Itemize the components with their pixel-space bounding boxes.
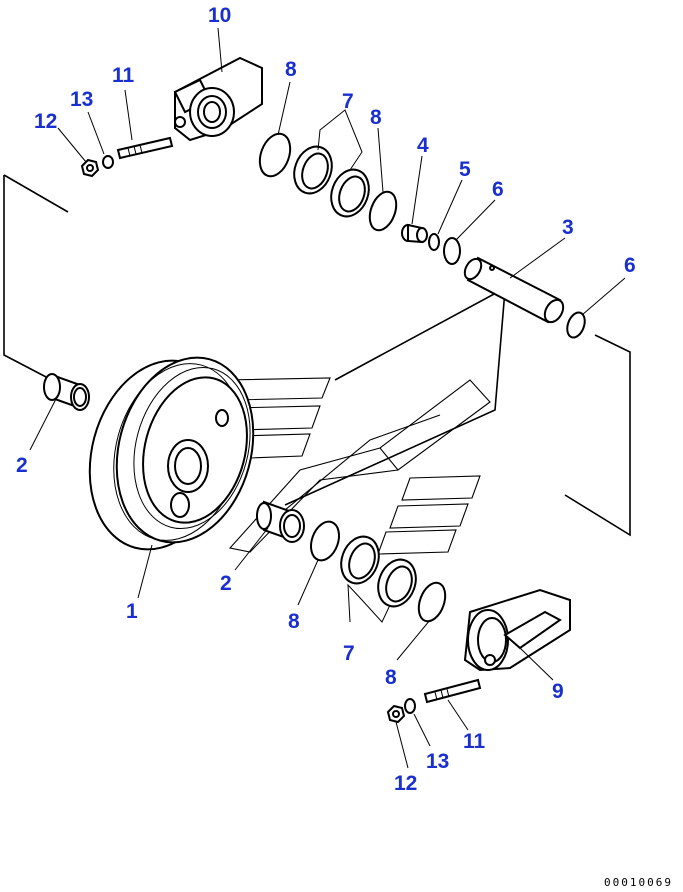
callout-6-upper: 6 <box>492 178 504 201</box>
callout-13-lower: 13 <box>426 750 449 773</box>
part-8-upper-oring-b <box>368 190 398 232</box>
part-6-lower-ring <box>566 311 586 339</box>
part-5-oring <box>428 233 440 251</box>
part-7-upper-seal-b <box>330 168 370 218</box>
leader-lines <box>29 27 626 769</box>
part-8-lower-oring-a <box>309 520 341 562</box>
callout-10: 10 <box>208 4 231 27</box>
part-8-upper-oring-a <box>258 132 292 178</box>
callout-4: 4 <box>417 134 429 157</box>
part-7-upper-seal-a <box>293 145 333 195</box>
callouts: 10 11 13 12 8 7 8 4 5 6 3 6 2 1 2 8 7 8 … <box>16 4 636 795</box>
callout-1: 1 <box>126 600 138 623</box>
callout-11-upper: 11 <box>112 64 135 87</box>
callout-12-lower: 12 <box>394 772 417 795</box>
part-2-right-bushing <box>256 500 305 543</box>
callout-6-lower: 6 <box>624 254 636 277</box>
callout-7-upper: 7 <box>342 90 354 113</box>
part-1-idler-wheel <box>88 356 255 551</box>
part-3-shaft <box>463 256 565 324</box>
watermark-logo <box>224 377 491 555</box>
drawing-code: 00010069 <box>604 876 673 889</box>
part-10-upper-bracket <box>173 56 263 142</box>
part-4-plug <box>401 223 428 244</box>
part-11-lower-bolt <box>423 678 482 704</box>
callout-2-left: 2 <box>16 454 28 477</box>
callout-8-upper-a: 8 <box>285 58 297 81</box>
part-7-lower-seal-b <box>377 558 417 608</box>
part-6-upper-ring <box>443 237 461 265</box>
callout-9: 9 <box>552 680 564 703</box>
part-13-lower-washer <box>404 698 416 714</box>
callout-8-upper-b: 8 <box>370 106 382 129</box>
callout-5: 5 <box>459 158 471 181</box>
callout-7-lower: 7 <box>343 642 355 665</box>
callout-3: 3 <box>562 216 574 239</box>
callout-2-right: 2 <box>220 572 232 595</box>
part-12-upper-nut <box>80 158 100 178</box>
part-7-lower-seal-a <box>340 535 380 585</box>
callout-11-lower: 11 <box>463 730 486 753</box>
part-13-upper-washer <box>102 155 114 169</box>
part-11-upper-bolt <box>116 136 174 160</box>
callout-8-lower-a: 8 <box>288 610 300 633</box>
part-12-lower-nut <box>386 704 406 724</box>
part-2-left-bushing <box>43 373 90 411</box>
part-9-lower-bracket <box>463 588 571 672</box>
part-8-lower-oring-b <box>417 581 447 623</box>
callout-12-upper: 12 <box>34 110 57 133</box>
callout-13-upper: 13 <box>70 88 93 111</box>
callout-8-lower-b: 8 <box>385 666 397 689</box>
